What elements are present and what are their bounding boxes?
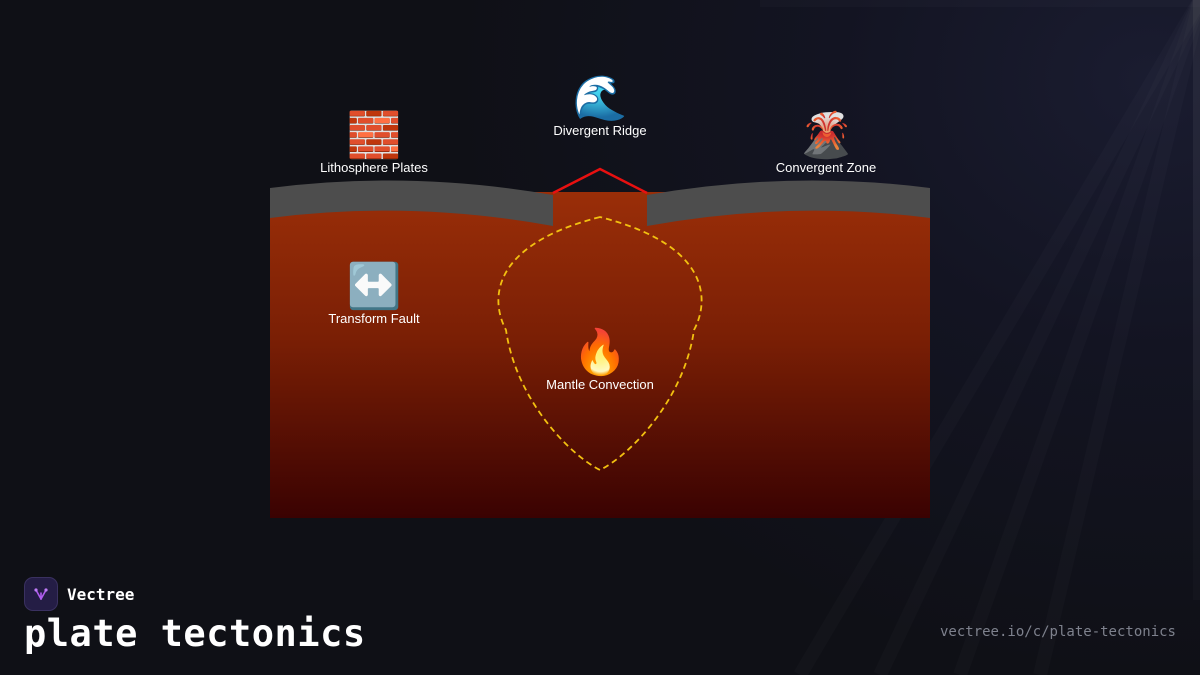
- mantle-layer: [270, 192, 930, 518]
- mantle-convection-label: Mantle Convection: [546, 377, 654, 392]
- left-right-arrow-icon: ↔️: [346, 262, 402, 311]
- page-title: plate tectonics: [24, 612, 366, 655]
- vectree-logo-icon: [24, 577, 58, 611]
- brand-name: Vectree: [67, 584, 135, 604]
- wave-icon: 🌊: [572, 74, 628, 123]
- page-url[interactable]: vectree.io/c/plate-tectonics: [939, 624, 1176, 640]
- volcano-icon: 🌋: [798, 111, 854, 160]
- fire-icon: 🔥: [572, 328, 628, 377]
- node-convergent-zone: 🌋 Convergent Zone: [776, 112, 876, 176]
- transform-fault-label: Transform Fault: [328, 311, 420, 326]
- divergent-ridge-label: Divergent Ridge: [553, 123, 647, 138]
- brand[interactable]: Vectree: [24, 577, 134, 611]
- convergent-zone-label: Convergent Zone: [775, 160, 877, 175]
- brick-icon: 🧱: [346, 111, 402, 160]
- node-lithosphere-plates: 🧱 Lithosphere Plates: [320, 112, 428, 176]
- lithosphere-plate-left: [270, 180, 553, 226]
- lithosphere-plate-right: [647, 180, 930, 226]
- convection-loop: [497, 216, 703, 472]
- node-divergent-ridge: 🌊 Divergent Ridge: [553, 75, 646, 139]
- lithosphere-plates-label: Lithosphere Plates: [320, 160, 428, 175]
- node-mantle-convection: 🔥 Mantle Convection: [546, 329, 654, 393]
- node-transform-fault: ↔️ Transform Fault: [328, 263, 419, 327]
- divergent-ridge-line: [552, 167, 648, 195]
